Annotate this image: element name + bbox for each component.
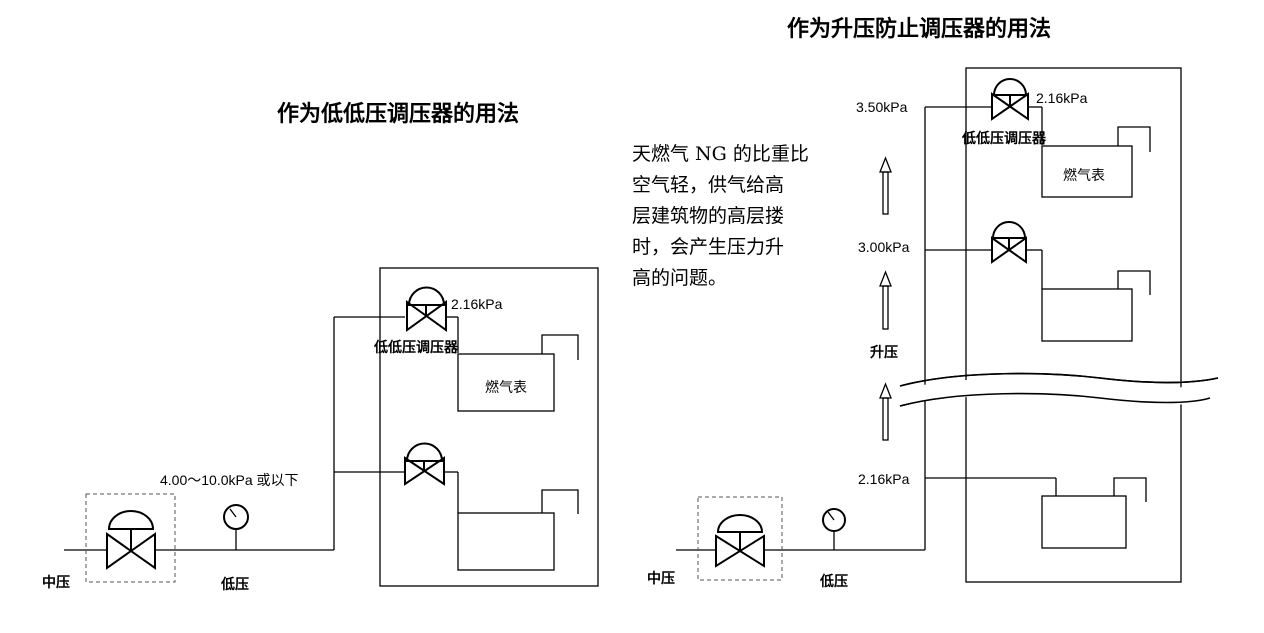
right-rise-label: 升压	[870, 344, 898, 361]
right-rise-arrow-lower	[879, 382, 892, 441]
right-rise-arrow-upper	[879, 156, 892, 215]
left-supply-range-label: 4.00～10.0kPa 或以下	[160, 472, 299, 488]
note-line-2: 空气轻，供气给高	[632, 174, 784, 196]
right-top-pressure-label: 2.16kPa	[1036, 90, 1088, 106]
right-main-regulator-valve	[715, 514, 765, 568]
left-regulator-label: 低低压调压器	[373, 339, 459, 356]
left-main-regulator-valve	[106, 510, 156, 570]
right-main-regulator-box	[697, 496, 783, 581]
left-lower-gas-meter	[457, 489, 579, 571]
right-pressure-gauge	[822, 508, 846, 550]
left-pressure-gauge	[223, 504, 249, 550]
left-upper-regulator	[406, 286, 459, 353]
right-medium-pressure-label: 中压	[647, 570, 675, 587]
right-pressure-216-label: 2.16kPa	[858, 471, 910, 487]
left-upper-pressure-label: 2.16kPa	[451, 296, 503, 312]
left-gas-meter-label: 燃气表	[485, 379, 527, 396]
right-break-lines	[899, 372, 1219, 407]
left-main-regulator-box	[85, 493, 176, 583]
left-medium-pressure-label: 中压	[42, 574, 70, 591]
note-line-5: 高的问题。	[632, 267, 727, 289]
left-upper-gas-meter	[457, 334, 579, 412]
left-building	[379, 267, 599, 587]
right-regulator-label: 低低压调压器	[961, 130, 1047, 147]
right-supply-pipe	[676, 106, 1057, 551]
right-gas-meter-label: 燃气表	[1063, 167, 1105, 184]
note-text: 天燃气 NG 的比重比 空气轻，供气给高 层建筑物的高层搂 时，会产生压力升 高…	[632, 143, 809, 289]
right-low-pressure-label: 低压	[819, 573, 848, 590]
left-title: 作为低低压调压器的用法	[277, 101, 519, 127]
right-top-gas-meter	[1041, 126, 1151, 198]
right-middle-regulator	[991, 221, 1043, 289]
right-pressure-300-label: 3.00kPa	[858, 239, 910, 255]
right-title: 作为升压防止调压器的用法	[787, 16, 1051, 42]
note-line-1: 天燃气 NG 的比重比	[632, 143, 809, 165]
right-building	[965, 67, 1182, 583]
note-line-4: 时，会产生压力升	[632, 236, 784, 258]
note-line-3: 层建筑物的高层搂	[632, 205, 784, 227]
right-bottom-gas-meter	[1041, 477, 1147, 549]
left-low-pressure-label: 低压	[220, 576, 249, 593]
left-lower-regulator	[404, 442, 459, 513]
left-supply-pipe	[64, 316, 405, 551]
right-pressure-350-label: 3.50kPa	[856, 99, 908, 115]
right-top-regulator	[991, 78, 1043, 145]
right-rise-arrow-middle	[879, 270, 892, 330]
right-middle-gas-meter	[1041, 270, 1151, 342]
